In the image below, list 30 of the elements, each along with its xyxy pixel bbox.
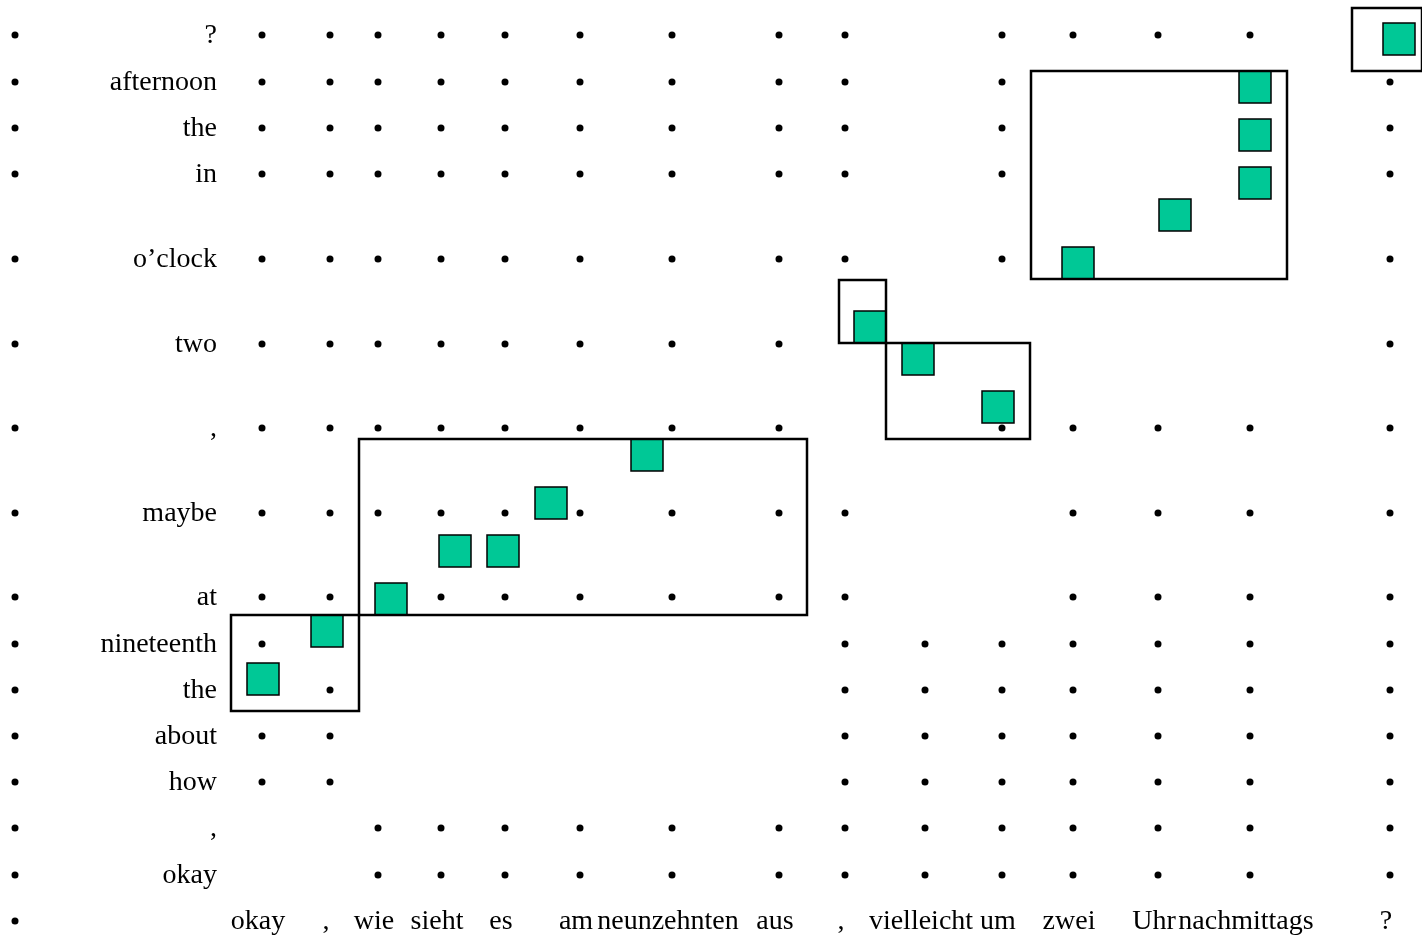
row-word-label: at — [196, 581, 217, 611]
column-word-label: Uhr — [1132, 905, 1176, 935]
row-word-label: nineteenth — [100, 628, 217, 658]
column-word-label: sieht — [410, 905, 464, 935]
row-word-label: in — [195, 158, 217, 188]
column-word-label: , — [322, 905, 330, 935]
row-word-label: about — [154, 720, 217, 750]
row-word-label: , — [210, 412, 217, 442]
column-word-label: es — [489, 905, 513, 935]
row-word-label: ? — [204, 19, 217, 49]
row-word-label: maybe — [142, 497, 217, 527]
column-word-label: ? — [1379, 905, 1393, 935]
column-word-label: , — [837, 905, 845, 935]
row-word-label: the — [182, 112, 217, 142]
column-word-label: okay — [230, 905, 286, 935]
row-word-label: o’clock — [133, 243, 217, 273]
column-word-label: vielleicht — [868, 905, 974, 935]
row-word-label: the — [182, 674, 217, 704]
row-word-label: how — [168, 766, 217, 796]
row-word-label: okay — [162, 859, 217, 889]
column-word-label: neunzehnten — [597, 905, 739, 935]
column-word-label: zwei — [1042, 905, 1096, 935]
row-word-label: two — [175, 328, 217, 358]
column-word-label: am — [558, 905, 594, 935]
column-word-label: nachmittags — [1178, 905, 1314, 935]
column-word-label: aus — [756, 905, 794, 935]
row-word-label: , — [210, 812, 217, 842]
column-word-label: wie — [353, 905, 395, 935]
column-word-label: um — [980, 905, 1016, 935]
row-word-label: afternoon — [109, 66, 217, 96]
